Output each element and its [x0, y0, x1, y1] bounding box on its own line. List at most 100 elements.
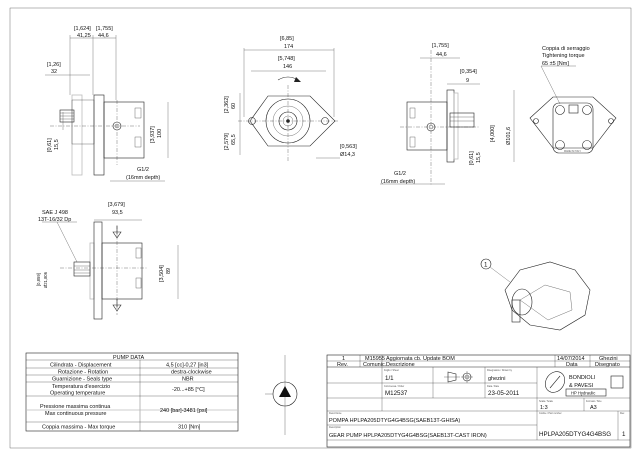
spline-label: SAE J 498: [42, 210, 68, 216]
port-label: G1/2: [394, 171, 406, 177]
pump-data-label: Guarnizione - Seals type: [52, 377, 112, 383]
field-label: Foglio / Sheet: [384, 369, 399, 372]
dim-label: Ø101,6: [506, 127, 512, 145]
dim-label: 9: [466, 78, 469, 84]
sheet-value: 1/1: [385, 375, 394, 382]
pump-data-table: PUMP DATA Cilindrata - Displacement 4,5 …: [25, 352, 239, 432]
dim-label: [5,748]: [278, 56, 295, 62]
rev-drawn-by: Ghezini: [599, 356, 618, 362]
rev-description: Aggiornata cb. Update BOM: [386, 356, 455, 362]
pump-data-value: 4,5 [cc]-0,27 [in3]: [166, 363, 209, 369]
header-comunic: Comunic.: [363, 362, 387, 368]
drawing-frame: [9, 7, 632, 449]
side-view-right: [1,755] 44,6 [0,354] 9 [4,000] Ø101,6 [0…: [380, 43, 515, 185]
rev-number: 1: [342, 356, 345, 362]
torque-value: 65 ±5 [Nm]: [542, 61, 569, 67]
dim-label: 174: [284, 44, 293, 50]
order-value: M12537: [385, 390, 408, 397]
header-date: Data: [566, 362, 579, 368]
field-label: Rev.: [620, 412, 625, 415]
dim-label: 93,5: [112, 210, 123, 216]
dim-label: 41,25: [77, 33, 91, 39]
dim-label: [0,61]: [47, 138, 53, 152]
logo-text: & PAVESI: [569, 383, 594, 389]
header-rev: Rev.: [337, 362, 348, 368]
format-value: A3: [590, 405, 597, 411]
drawn-by-value: ghezini: [488, 376, 505, 382]
top-view: [3,679] 93,5 [3,504] 89 SAE J 498 13T-16…: [36, 202, 179, 320]
dim-label: 89: [166, 268, 172, 274]
dim-label: 44,6: [436, 52, 447, 58]
dim-label: Ø14,3: [340, 152, 355, 158]
field-label: Commessa / Order: [384, 385, 404, 388]
pump-data-value: NBR: [182, 377, 194, 383]
field-label: Descrizione: [329, 412, 342, 415]
dim-label: [4,000]: [490, 125, 496, 142]
dim-label: [2,579]: [224, 133, 230, 150]
dim-label: 65,5: [231, 134, 237, 145]
dim-label: 60: [231, 103, 237, 109]
pump-data-value: destra-clockwise: [171, 370, 212, 376]
pump-data-label: Max continuous pressure: [45, 411, 106, 417]
arrow-down-icon: [112, 299, 122, 312]
port-label: G1/2: [137, 167, 149, 173]
title-block: 1 M15955 Aggiornata cb. Update BOM 14/07…: [326, 354, 631, 448]
pump-data-label: Pressione massima continua: [40, 404, 111, 410]
dim-label: 44,6: [98, 33, 109, 39]
logo-text: BONDIOLI: [569, 375, 596, 381]
dim-label: [0,354]: [460, 69, 477, 75]
nameplate-text: MADE IN ITALY: [564, 150, 581, 153]
projection-symbol-icon: [444, 371, 473, 383]
dim-label: 15,5: [476, 152, 482, 163]
pump-data-label: Cilindrata - Displacement: [50, 363, 112, 369]
dim-label: 15,5: [54, 139, 60, 150]
callout-number: 1: [484, 262, 488, 269]
torque-label: Coppia di serraggio: [542, 46, 590, 52]
port-depth-label: (16mm depth): [381, 179, 415, 185]
dim-label: [3,937]: [150, 126, 156, 143]
field-label: Data / Date: [487, 385, 500, 388]
front-view: [6,85] 174 [5,748] 146 [2,362] 60 [2,579…: [224, 36, 357, 162]
dim-label: Ø21,806: [43, 271, 48, 288]
header-drawn: Disegnato: [595, 362, 620, 368]
dim-label: [1,755]: [96, 26, 113, 32]
pump-data-label: Temperatura d'esercizio: [52, 384, 110, 390]
pump-data-value: -20...+85 [°C]: [172, 387, 205, 393]
pump-data-value: 240 [bar]-3481 [psi]: [160, 408, 208, 414]
field-label: Description: [329, 426, 342, 429]
dim-label: [3,679]: [108, 202, 125, 208]
spline-label: 13T-16/32 Dp: [38, 217, 71, 223]
field-label: Disegnatore / Drawn by: [487, 369, 513, 372]
logo-text: HP Hydraulic: [571, 391, 595, 396]
pump-data-label: Operating temperature: [50, 391, 105, 397]
dim-label: [0,859]: [36, 273, 41, 286]
header-description: Descrizione: [386, 362, 415, 368]
arrow-down-icon: [112, 226, 122, 239]
dim-label: 32: [51, 69, 57, 75]
port-depth-label: (16mm depth): [126, 175, 160, 181]
field-label: Formato / Size: [586, 400, 602, 403]
field-label: Scala / Scale: [539, 400, 554, 403]
dim-label: [0,563]: [340, 144, 357, 150]
dim-label: [3,504]: [159, 265, 165, 282]
dim-label: [2,362]: [224, 96, 230, 113]
company-logo: BONDIOLI & PAVESI HP Hydraulic: [544, 371, 624, 397]
rev-comunic: M15955: [365, 356, 385, 362]
dim-label: 146: [283, 64, 292, 70]
pump-data-label: Coppia massima - Max torque: [42, 425, 115, 431]
torque-label: Tightening torque: [542, 53, 585, 59]
rev-date: 14/07/2014: [557, 356, 585, 362]
callout-balloon: [480, 258, 492, 270]
dim-label: [1,624]: [74, 26, 91, 32]
field-label: Codice / Part number: [539, 412, 562, 415]
pump-data-value: 310 [Nm]: [178, 425, 201, 431]
dim-label: [6,85]: [280, 36, 294, 42]
pump-data-title: PUMP DATA: [113, 355, 145, 361]
date-value: 23-05-2011: [488, 390, 520, 397]
logo-icon: [568, 104, 579, 114]
dim-label: 100: [157, 129, 163, 138]
side-view-left: [1,624] 41,25 [1,755] 44,6 [1,26] 32 [0,…: [45, 26, 169, 182]
description-it: POMPA HPLPA205DTYG4G4BSG(SAEB13T-GHISA): [329, 418, 460, 424]
part-revision: 1: [622, 431, 626, 438]
